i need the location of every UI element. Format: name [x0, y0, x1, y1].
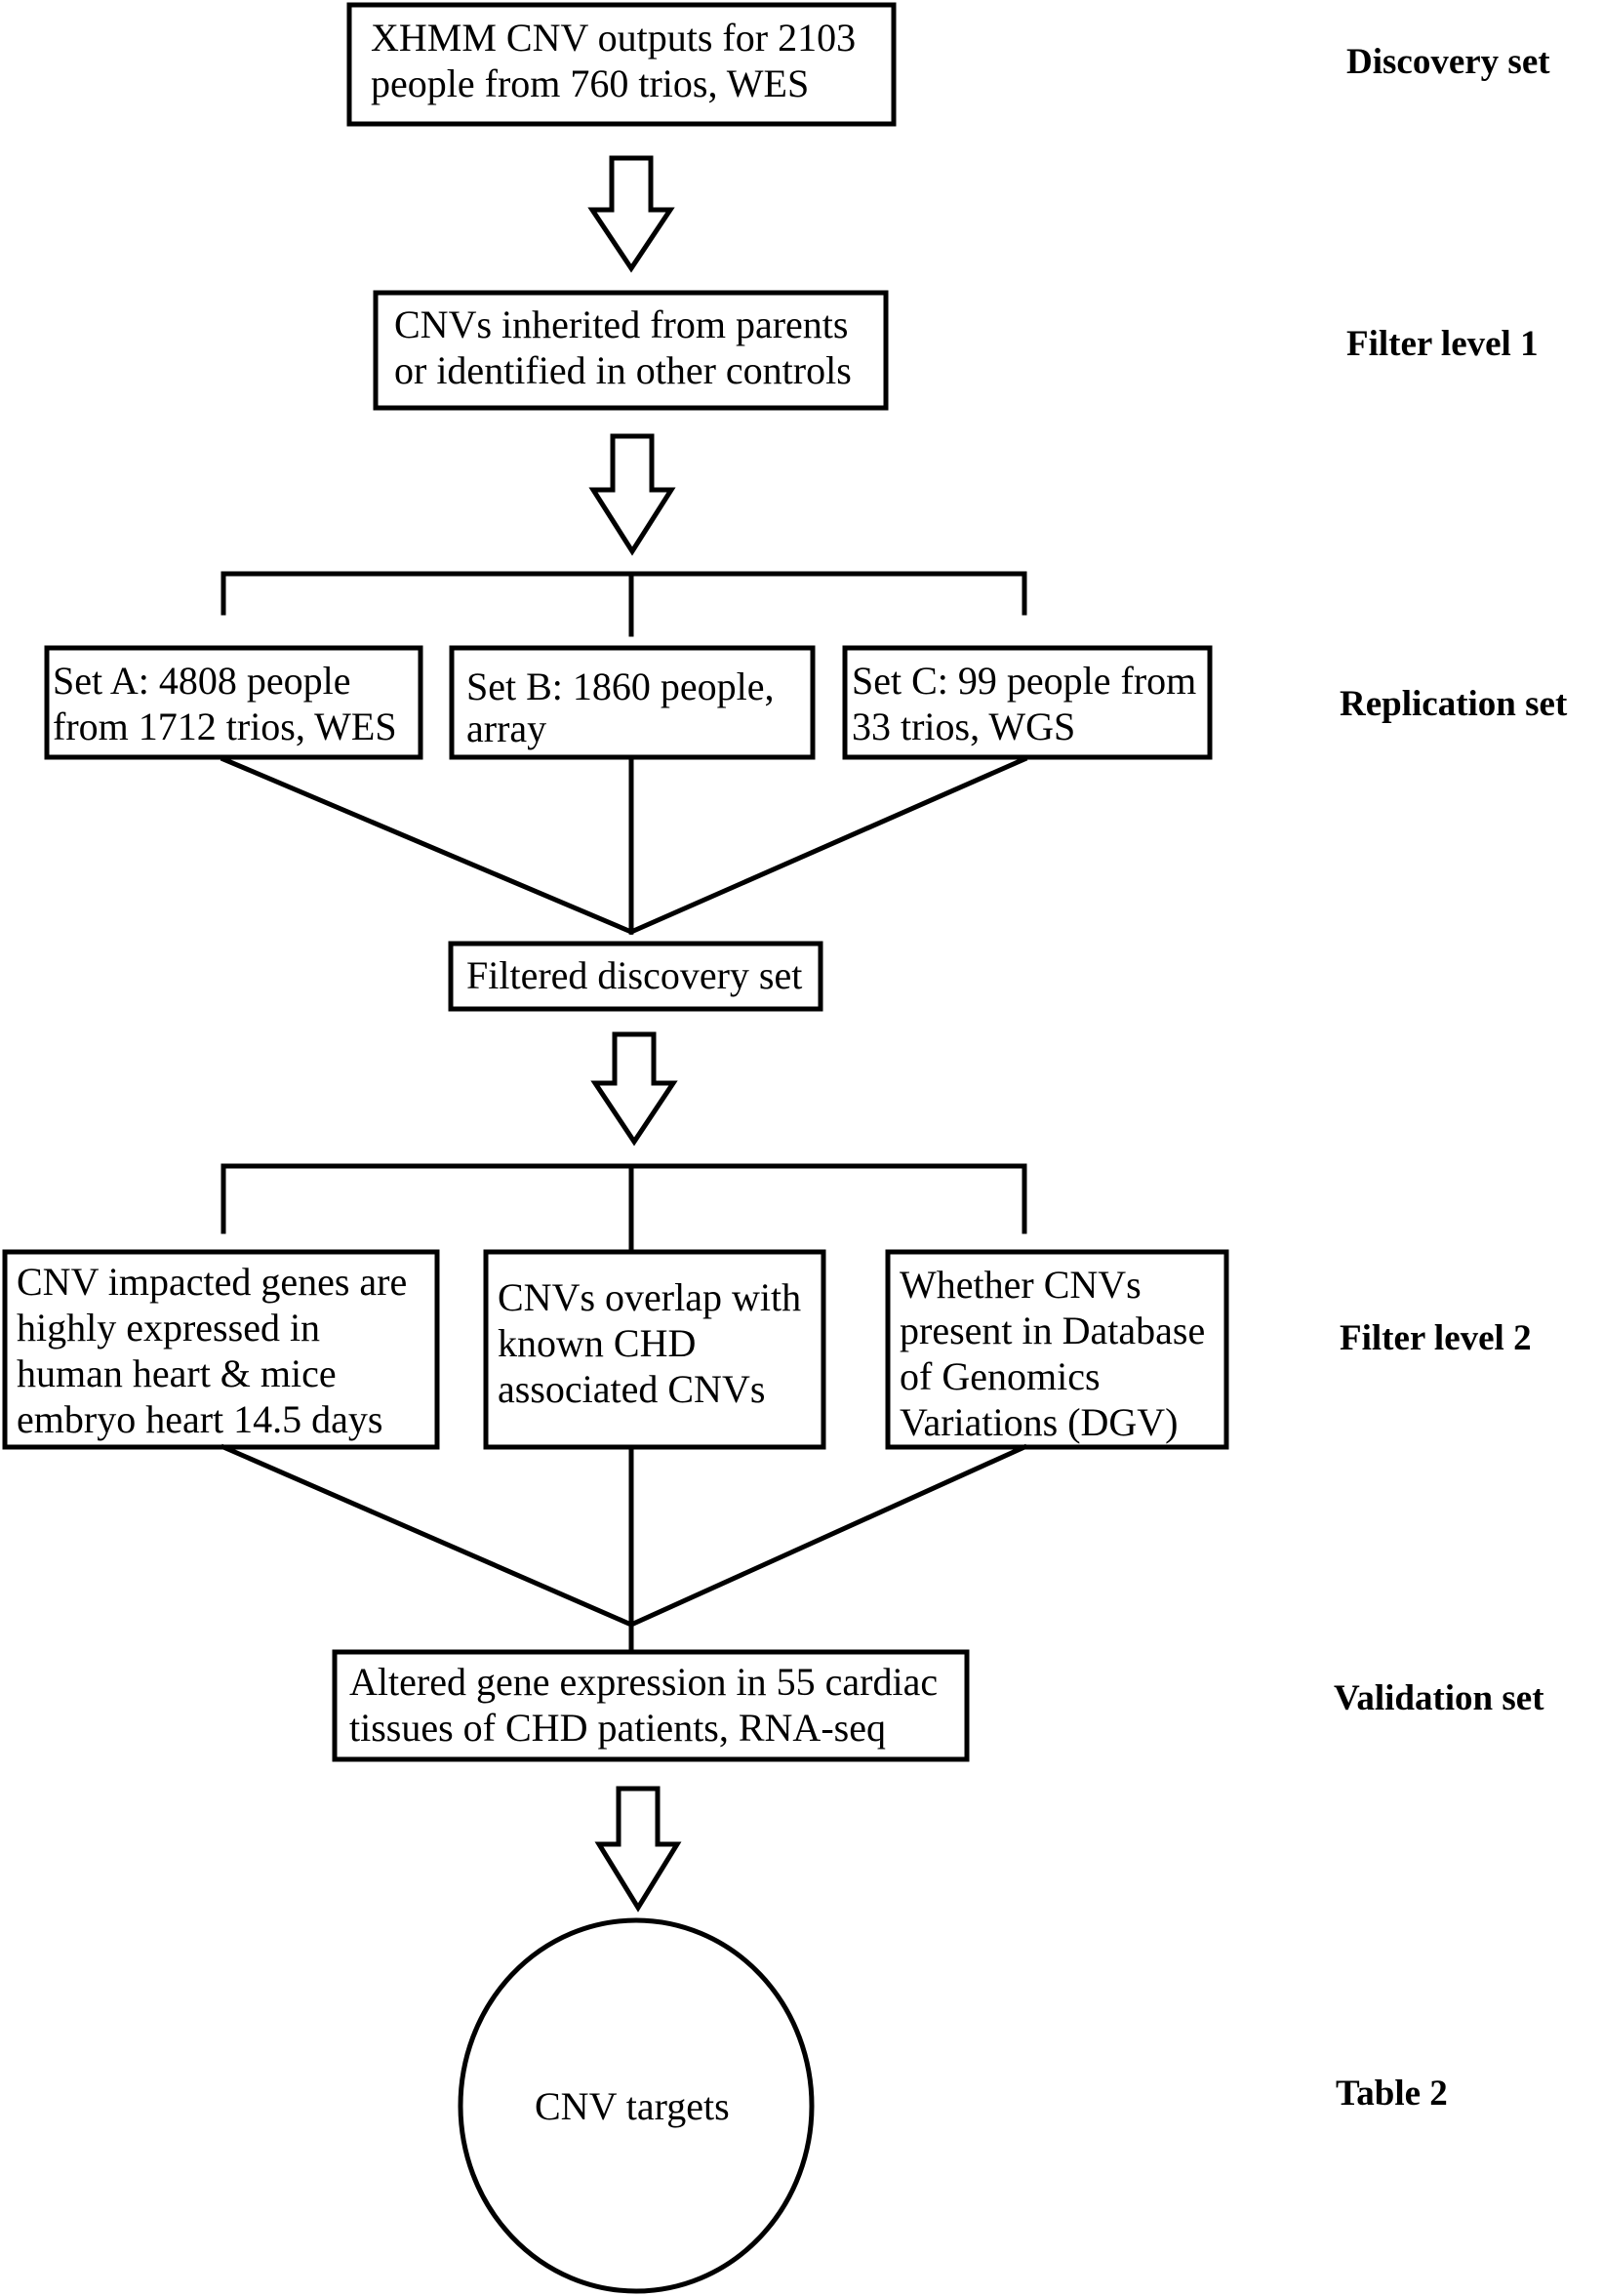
text-line: Variations (DGV) — [900, 1400, 1179, 1444]
replication-bracket-connector — [220, 571, 1027, 637]
label-replication-set: Replication set — [1340, 684, 1568, 724]
text-line: Whether CNVs — [900, 1263, 1142, 1307]
validation-box — [332, 1649, 970, 1762]
text-line: CNV impacted genes are — [17, 1260, 407, 1304]
text-line: embryo heart 14.5 days — [17, 1397, 382, 1441]
set-a-box — [44, 645, 423, 760]
cnv-targets-text: CNV targets — [535, 2084, 730, 2128]
replication-merge-connector — [220, 755, 1028, 936]
inherited-cnvs-box — [373, 290, 889, 411]
text-line: present in Database — [900, 1309, 1205, 1352]
label-filter-level-2: Filter level 2 — [1340, 1318, 1532, 1358]
text-line: Set A: 4808 people — [53, 659, 351, 703]
down-arrow-icon — [587, 155, 675, 273]
text-line: 33 trios, WGS — [852, 705, 1075, 748]
text-line: CNVs overlap with — [498, 1275, 801, 1319]
filtered-discovery-box — [448, 941, 823, 1012]
label-validation-set: Validation set — [1334, 1678, 1544, 1718]
text-line: of Genomics — [900, 1354, 1101, 1398]
text-line: XHMM CNV outputs for 2103 — [371, 16, 856, 60]
text-line: array — [466, 706, 546, 750]
text-line: people from 760 trios, WES — [371, 61, 809, 105]
label-table-2: Table 2 — [1336, 2074, 1448, 2114]
text-line: Altered gene expression in 55 cardiac — [349, 1660, 938, 1704]
text-line: or identified in other controls — [394, 348, 852, 392]
text-line: Set C: 99 people from — [852, 659, 1196, 703]
cnv-targets-circle — [458, 1917, 815, 2294]
chd-overlap-box — [483, 1249, 826, 1450]
label-discovery-set: Discovery set — [1346, 42, 1550, 82]
text-line: from 1712 trios, WES — [53, 705, 397, 748]
filtered-discovery-text: Filtered discovery set — [466, 953, 802, 997]
text-line: Filtered discovery set — [466, 953, 802, 997]
xhmm-outputs-box — [346, 2, 897, 127]
label-filter-level-1: Filter level 1 — [1346, 324, 1539, 364]
text-line: known CHD — [498, 1321, 696, 1365]
down-arrow-icon — [594, 1786, 682, 1913]
down-arrow-icon — [590, 1031, 678, 1147]
set-b-text: Set B: 1860 people,array — [466, 665, 775, 750]
text-line: associated CNVs — [498, 1367, 765, 1411]
down-arrow-icon — [588, 433, 676, 556]
filter-2-bracket-connector — [220, 1163, 1027, 1254]
filter-2-merge-connector — [220, 1443, 1028, 1657]
set-c-box — [842, 645, 1213, 760]
text-line: highly expressed in — [17, 1306, 320, 1349]
text-line: human heart & mice — [17, 1351, 337, 1395]
dgv-box — [885, 1249, 1229, 1450]
text-line: CNV targets — [535, 2084, 730, 2128]
set-b-box — [449, 645, 816, 760]
text-line: tissues of CHD patients, RNA-seq — [349, 1706, 886, 1750]
text-line: CNVs inherited from parents — [394, 302, 848, 346]
text-line: Set B: 1860 people, — [466, 665, 775, 708]
